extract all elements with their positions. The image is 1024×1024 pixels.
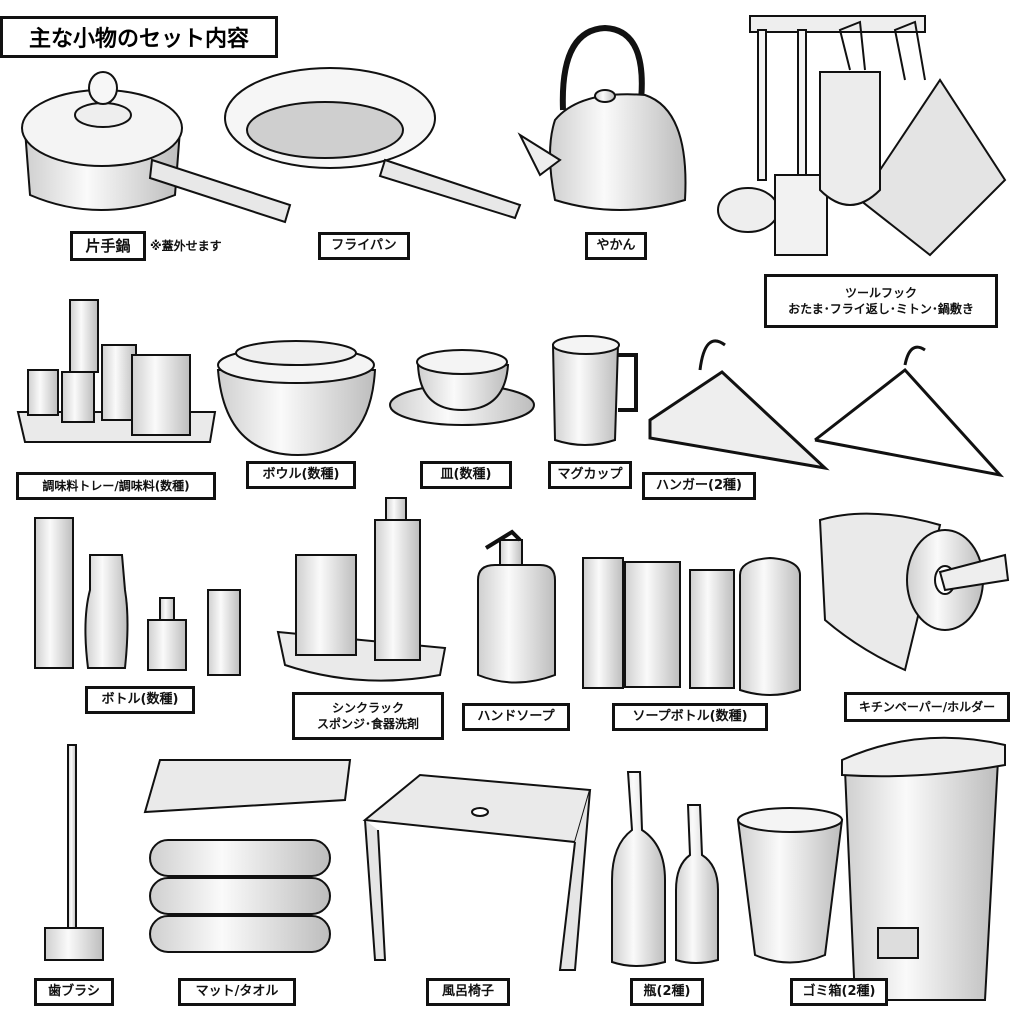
- label-sink-rack-line2: スポンジ･食器洗剤: [316, 717, 419, 731]
- hanger-icon: [648, 339, 1005, 478]
- mat-towel-icon: [143, 759, 352, 953]
- label-mat-towel: マット/タオル: [178, 978, 296, 1006]
- trash-can-icon: [736, 736, 1006, 1001]
- seasoning-tray-icon: [16, 299, 217, 443]
- mug-icon: [551, 335, 638, 446]
- label-hanger: ハンガー(2種): [642, 472, 756, 500]
- paper-towel-holder-icon: [818, 512, 1010, 672]
- label-trash-can: ゴミ箱(2種): [790, 978, 888, 1006]
- tool-hook-icon: [717, 15, 1007, 257]
- hand-soap-icon: [477, 529, 556, 684]
- label-sink-rack: シンクラックスポンジ･食器洗剤: [292, 692, 444, 740]
- label-tool-hook-line2: おたま･フライ返し･ミトン･鍋敷き: [788, 302, 974, 316]
- label-tool-hook-line1: ツールフック: [844, 285, 917, 300]
- label-frying-pan: フライパン: [318, 232, 410, 260]
- label-bath-chair: 風呂椅子: [426, 978, 510, 1006]
- label-bowl: ボウル(数種): [246, 461, 356, 489]
- plate-icon: [389, 349, 535, 426]
- note-saucepan-lid: ※蓋外せます: [150, 239, 222, 253]
- frying-pan-icon: [224, 67, 522, 220]
- bottle-icon: [34, 517, 241, 676]
- bowl-icon: [216, 340, 377, 457]
- bath-chair-icon: [362, 773, 592, 971]
- label-paper-towel: キチンペーパー/ホルダー: [844, 692, 1010, 722]
- label-bottles: ボトル(数種): [85, 686, 195, 714]
- label-plate: 皿(数種): [420, 461, 512, 489]
- label-sink-rack-line1: シンクラック: [331, 700, 404, 715]
- soap-bottle-icon: [582, 556, 801, 696]
- kettle-icon: [517, 24, 687, 211]
- sink-rack-icon: [276, 497, 447, 682]
- label-tool-hook: ツールフック おたま･フライ返し･ミトン･鍋敷き: [764, 274, 998, 328]
- label-kettle: やかん: [585, 232, 647, 260]
- glass-bottle-icon: [611, 771, 719, 967]
- label-seasoning-tray: 調味料トレー/調味料(数種): [16, 472, 216, 500]
- toothbrush-icon: [44, 744, 104, 961]
- label-toothbrush: 歯ブラシ: [34, 978, 114, 1006]
- label-glass-bottle: 瓶(2種): [630, 978, 704, 1006]
- label-hand-soap: ハンドソープ: [462, 703, 570, 731]
- page-title: 主な小物のセット内容: [0, 16, 278, 58]
- label-mug: マグカップ: [548, 461, 632, 489]
- label-soap-bottle: ソープボトル(数種): [612, 703, 768, 731]
- saucepan-icon: [21, 71, 292, 224]
- label-saucepan: 片手鍋: [70, 231, 146, 261]
